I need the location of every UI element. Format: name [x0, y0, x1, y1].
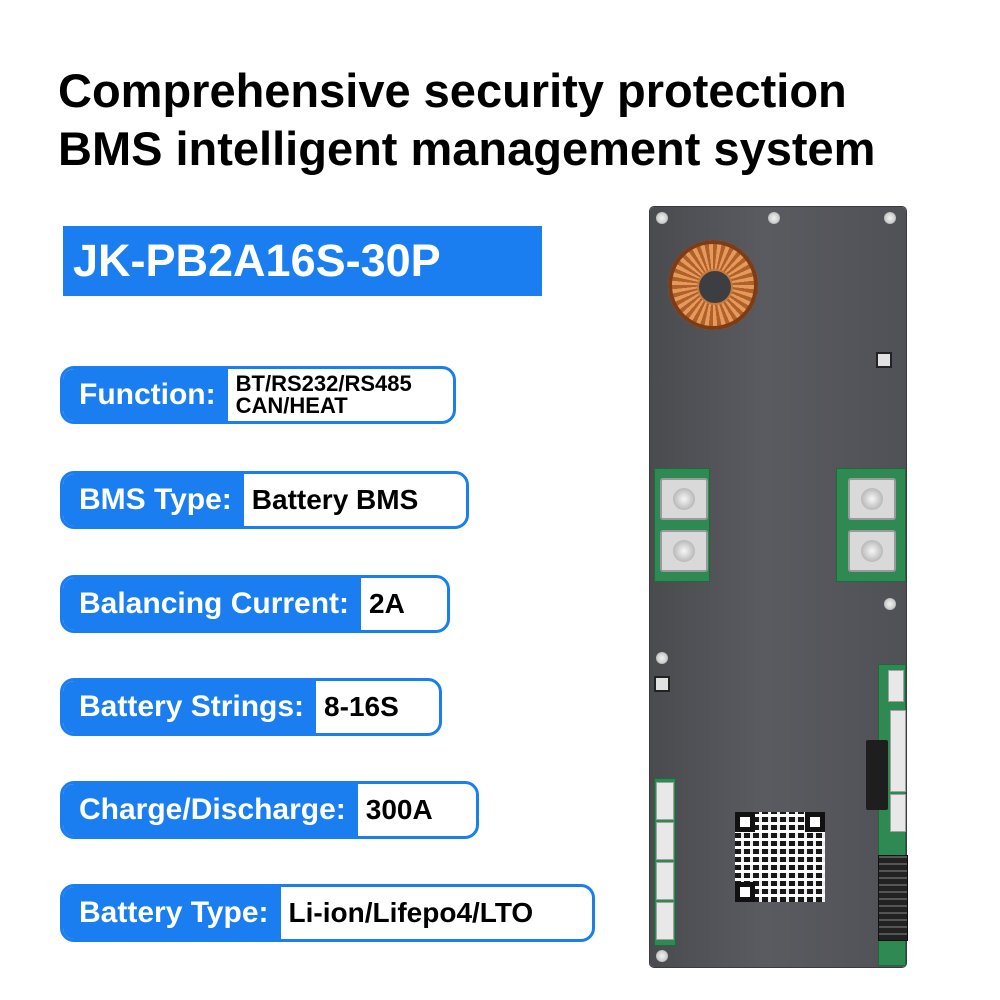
spec-bms-type: BMS Type: Battery BMS — [60, 471, 469, 529]
pad-icon — [654, 676, 670, 692]
spec-value: 2A — [369, 588, 405, 619]
terminal-icon — [848, 530, 896, 572]
terminal-icon — [848, 478, 896, 520]
port-icon — [866, 740, 888, 810]
spec-key: Battery Strings: — [63, 681, 317, 733]
spec-key: Function: — [63, 369, 228, 421]
spec-value: 300A — [365, 794, 433, 825]
spec-battery-strings: Battery Strings: 8-16S — [60, 678, 442, 736]
connector-icon — [890, 794, 906, 832]
spec-balancing-current: Balancing Current: 2A — [60, 575, 450, 633]
terminal-icon — [660, 530, 708, 572]
connector-icon — [656, 822, 674, 860]
connector-icon — [888, 670, 904, 702]
screw-icon — [768, 212, 780, 224]
spec-key: BMS Type: — [63, 474, 244, 526]
headline: Comprehensive security protection BMS in… — [58, 62, 988, 178]
headline-line-2: BMS intelligent management system — [58, 122, 876, 175]
spec-value-line-2: CAN/HEAT — [235, 393, 348, 418]
spec-battery-type: Battery Type: Li-ion/Lifepo4/LTO — [60, 884, 595, 942]
screw-icon — [656, 212, 668, 224]
spec-value: Li-ion/Lifepo4/LTO — [288, 897, 534, 928]
connector-icon — [656, 782, 674, 820]
pad-icon — [876, 352, 892, 368]
qr-corner-icon — [735, 812, 755, 832]
spec-value: Battery BMS — [251, 484, 419, 515]
screw-icon — [884, 598, 896, 610]
spec-charge-discharge: Charge/Discharge: 300A — [60, 781, 479, 839]
spec-function: Function: BT/RS232/RS485 CAN/HEAT — [60, 366, 456, 424]
screw-icon — [656, 652, 668, 664]
screw-icon — [884, 212, 896, 224]
terminal-icon — [660, 478, 708, 520]
model-label: JK-PB2A16S-30P — [63, 226, 542, 296]
coil-center-icon — [697, 269, 733, 305]
spec-value: BT/RS232/RS485 CAN/HEAT — [228, 369, 422, 421]
qr-corner-icon — [805, 812, 825, 832]
spec-value: 8-16S — [324, 691, 399, 722]
headline-line-1: Comprehensive security protection — [58, 64, 847, 117]
spec-key: Balancing Current: — [63, 578, 362, 630]
screw-icon — [656, 950, 668, 962]
spec-value-line-1: BT/RS232/RS485 — [235, 371, 412, 396]
pin-header-icon — [878, 855, 908, 941]
connector-icon — [656, 862, 674, 900]
spec-key: Battery Type: — [63, 887, 281, 939]
spec-key: Charge/Discharge: — [63, 784, 358, 836]
qr-corner-icon — [735, 882, 755, 902]
connector-icon — [656, 902, 674, 940]
connector-icon — [890, 710, 906, 792]
